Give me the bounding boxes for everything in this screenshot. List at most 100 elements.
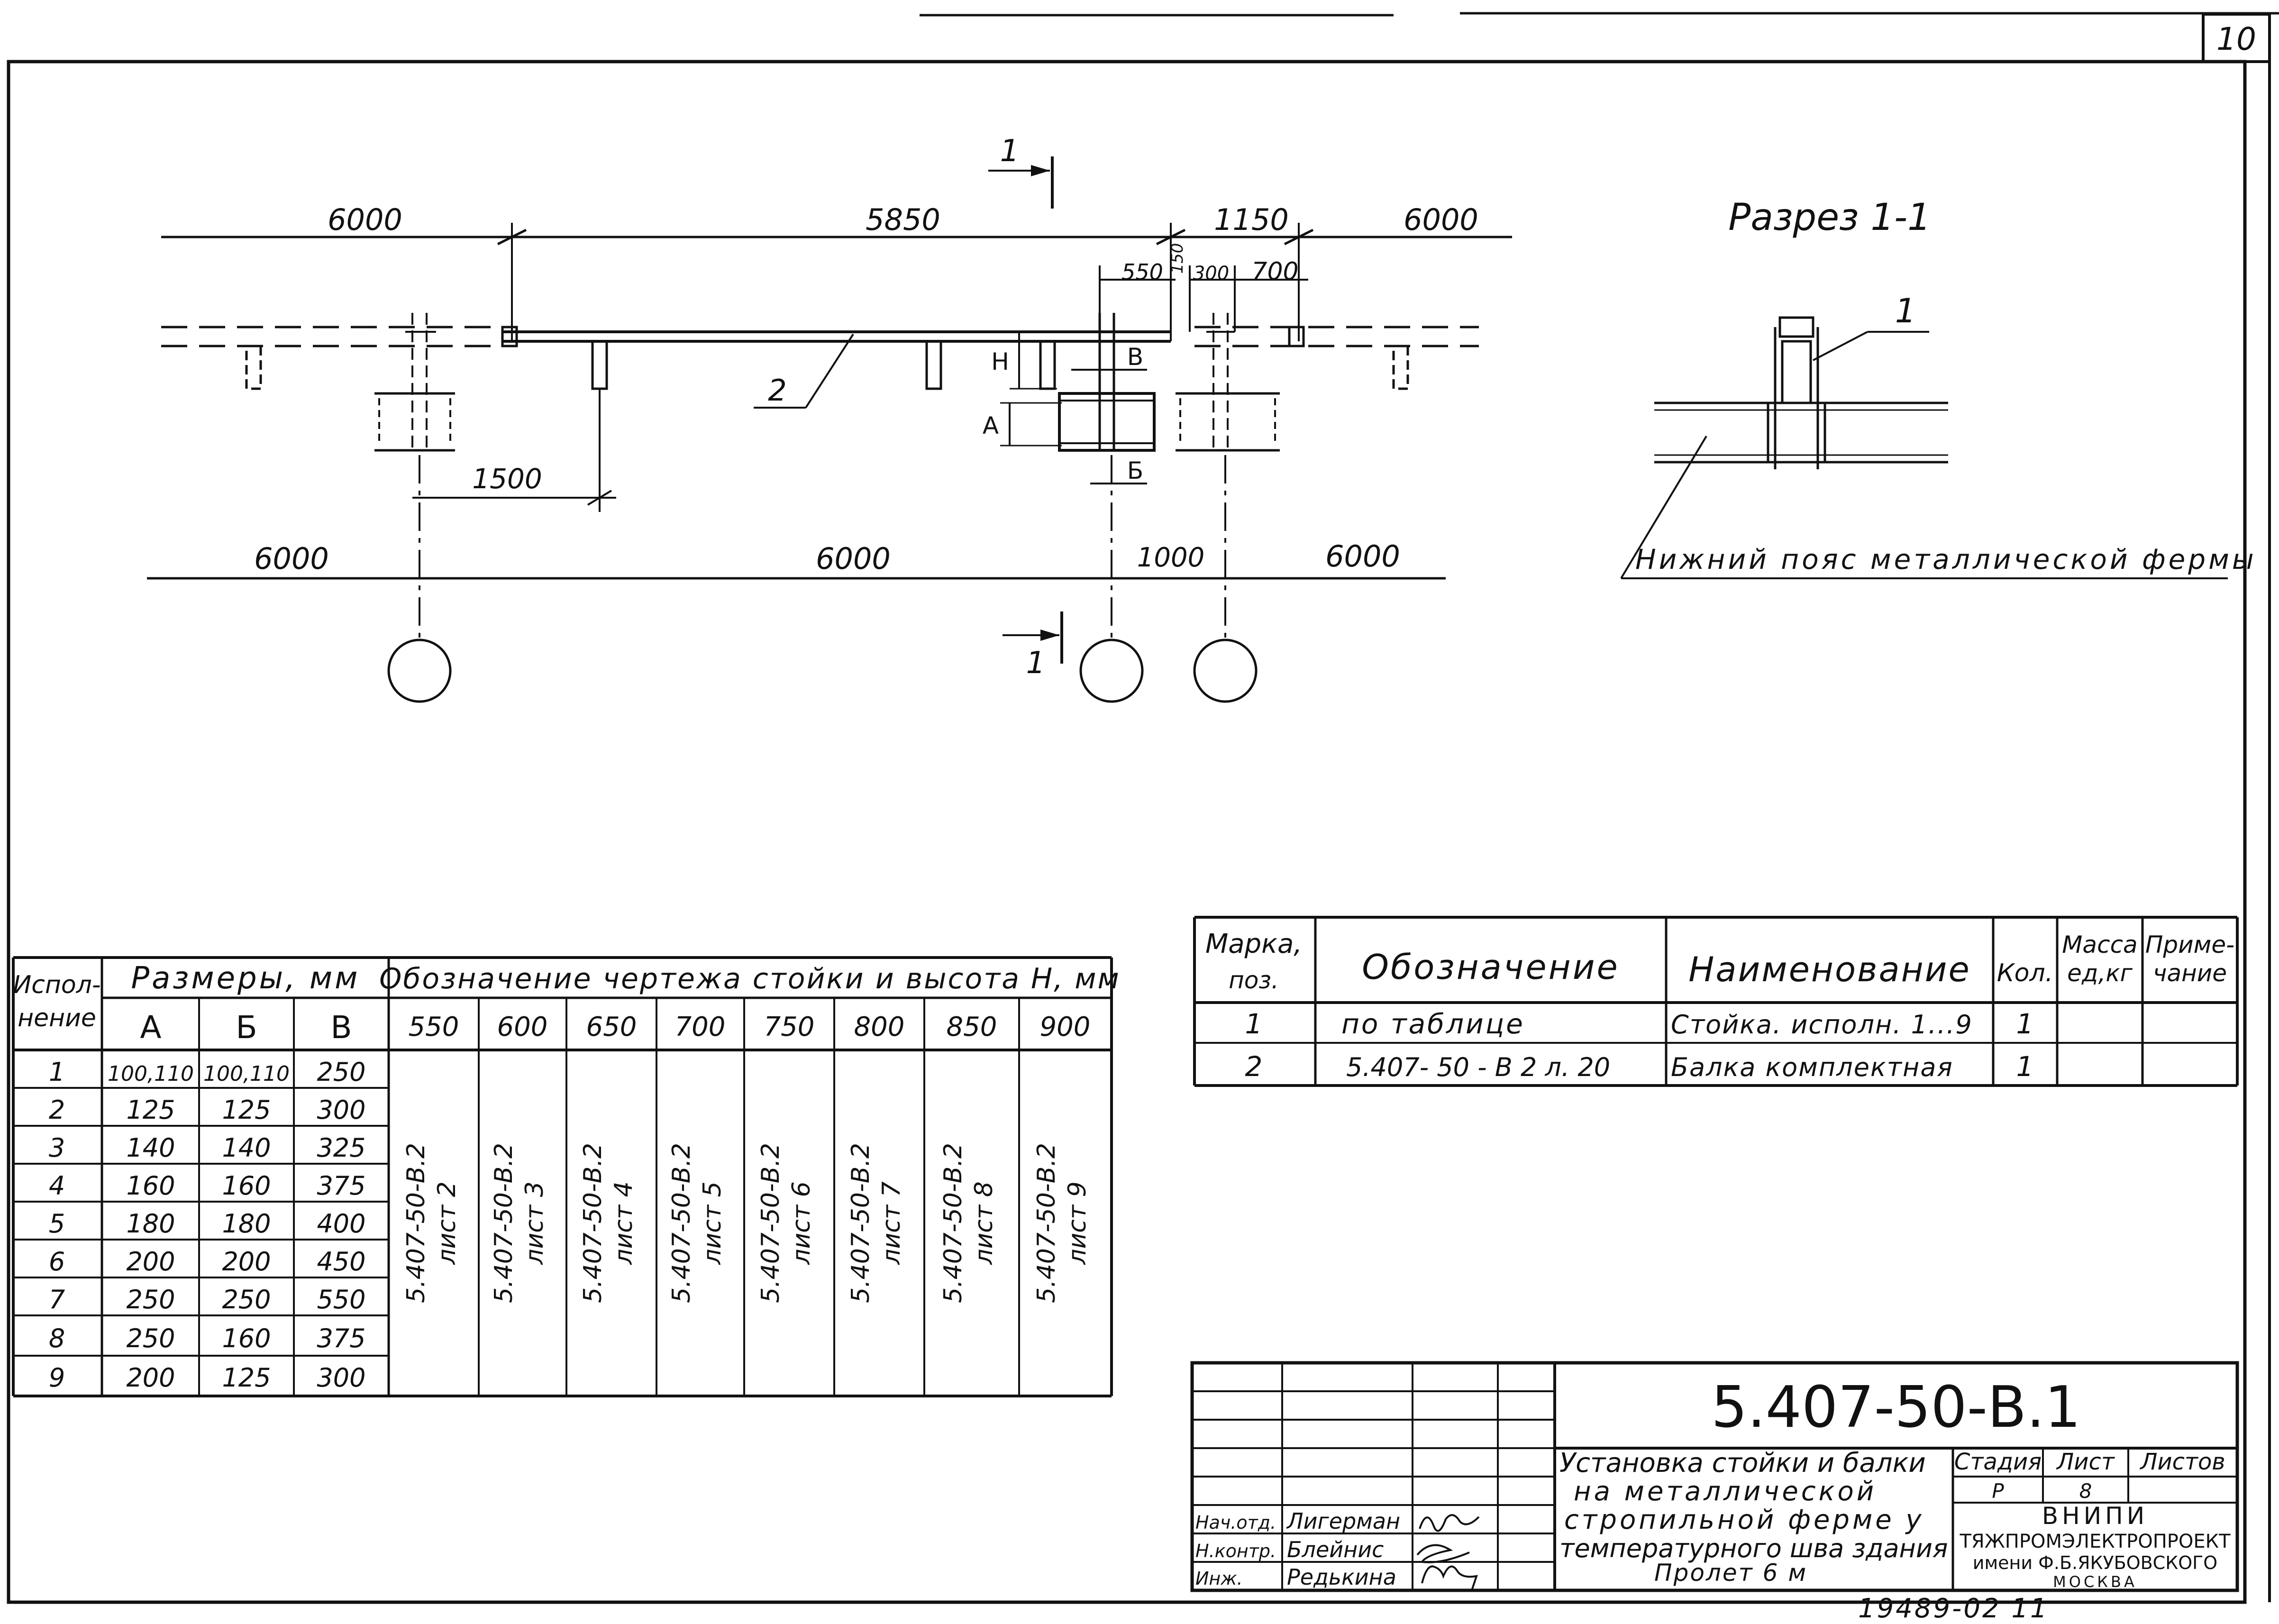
dim-bottom-2: 6000 xyxy=(816,541,891,576)
signer-name: Редькина xyxy=(1287,1564,1396,1590)
title-line: Установка стойки и балки xyxy=(1559,1448,1926,1478)
spec-header-mark-line1: Марка, xyxy=(1205,929,1302,959)
spec-header-qty: Кол. xyxy=(1997,959,2053,987)
size-header-A: А xyxy=(140,1009,161,1046)
svg-text:Стойка. исполн. 1...9: Стойка. исполн. 1...9 xyxy=(1671,1010,1973,1040)
table-row: 7 250 250 550 xyxy=(49,1285,366,1314)
spec-header-name: Наименование xyxy=(1688,949,1971,989)
drawing-ref-sheet: лист 5 xyxy=(698,1181,727,1265)
svg-text:375: 375 xyxy=(317,1323,365,1353)
title-line: стропильной ферме у xyxy=(1564,1505,1924,1535)
variants-table: Испол- нение Размеры, мм Обозначение чер… xyxy=(12,956,1121,1397)
spec-header-mass-line1: Масса xyxy=(2062,931,2137,958)
dim-top-2: 5850 xyxy=(866,202,940,237)
height-header-850: 850 xyxy=(947,1012,997,1042)
drawing-ref-sheet: лист 6 xyxy=(787,1181,816,1265)
svg-text:1: 1 xyxy=(1026,646,1046,681)
org-line: имени Ф.Б.ЯКУБОВСКОГО xyxy=(1973,1552,2217,1573)
section-1-1: Разрез 1-1 1 Нижний пояс металлической ф… xyxy=(1620,196,2254,579)
axis-circle-2 xyxy=(1079,639,1144,703)
svg-text:3: 3 xyxy=(49,1133,65,1163)
signer-role: Н.контр. xyxy=(1195,1541,1276,1561)
svg-text:2: 2 xyxy=(49,1095,65,1125)
signer-name: Лигерман xyxy=(1286,1508,1400,1534)
height-header-800: 800 xyxy=(854,1012,905,1042)
drawing-ref-code: 5.407-50-В.2 xyxy=(939,1143,967,1303)
drawing-ref-code: 5.407-50-В.2 xyxy=(757,1143,785,1303)
signer-role: Инж. xyxy=(1195,1568,1243,1589)
axis-circle-3 xyxy=(1193,639,1258,703)
drawing-ref-sheet: лист 4 xyxy=(610,1181,638,1265)
org-line: ТЯЖПРОМЭЛЕКТРОПРОЕКТ xyxy=(1959,1531,2231,1552)
svg-text:1: 1 xyxy=(1000,134,1020,169)
dim-small-150: 150 xyxy=(1168,243,1187,274)
svg-text:200: 200 xyxy=(126,1247,175,1277)
height-header-650: 650 xyxy=(586,1012,637,1042)
title-line: на металлической xyxy=(1574,1476,1877,1507)
dim-top-1: 6000 xyxy=(328,202,402,237)
col-drawing: Обозначение чертежа стойки и высота Н, м… xyxy=(379,962,1121,995)
svg-text:5.407- 50 - В 2 л. 20: 5.407- 50 - В 2 л. 20 xyxy=(1346,1052,1610,1082)
svg-text:250: 250 xyxy=(222,1285,271,1314)
dim-small-300: 300 xyxy=(1193,263,1229,284)
table-row: 8 250 160 375 xyxy=(49,1323,366,1353)
svg-text:450: 450 xyxy=(317,1247,365,1277)
table-row: 9 200 125 300 xyxy=(49,1363,366,1393)
page-number: 10 xyxy=(2216,21,2256,57)
size-header-V: В xyxy=(330,1009,352,1046)
svg-text:1: 1 xyxy=(1245,1008,1263,1040)
drawing-ref-code: 5.407-50-В.2 xyxy=(667,1143,696,1303)
svg-text:400: 400 xyxy=(317,1209,365,1239)
stage-value: Р xyxy=(1992,1479,2004,1503)
drawing-ref-sheet: лист 8 xyxy=(970,1181,998,1265)
height-header-550: 550 xyxy=(409,1012,459,1042)
table-row: 2 125 125 300 xyxy=(49,1095,366,1125)
svg-text:250: 250 xyxy=(126,1285,175,1314)
svg-text:2: 2 xyxy=(1245,1050,1263,1083)
svg-text:6: 6 xyxy=(49,1247,65,1277)
spec-header-mark-line2: поз. xyxy=(1229,967,1279,994)
section-cut-top: 1 xyxy=(988,134,1054,209)
svg-text:180: 180 xyxy=(222,1209,271,1239)
svg-text:по таблице: по таблице xyxy=(1341,1008,1525,1040)
drawing-ref-code: 5.407-50-В.2 xyxy=(1032,1143,1061,1303)
title-line: температурного шва здания xyxy=(1559,1533,1948,1563)
height-header-750: 750 xyxy=(764,1012,815,1042)
drawing-ref-code: 5.407-50-В.2 xyxy=(579,1143,607,1303)
title-block: 5.407-50-В.1 Установка стойки и балки на… xyxy=(1190,1361,2239,1592)
svg-text:125: 125 xyxy=(222,1363,271,1393)
table-row: 3 140 140 325 xyxy=(49,1133,366,1163)
dim-top-3: 1150 xyxy=(1214,202,1289,237)
letter-B: Б xyxy=(1127,457,1143,484)
truss-right xyxy=(1176,313,1280,452)
svg-text:200: 200 xyxy=(222,1247,271,1277)
spec-table: Марка, поз. Обозначение Наименование Кол… xyxy=(1193,916,2239,1087)
table-row: 1 100,110 100,110 250 xyxy=(49,1057,366,1087)
doc-code: 5.407-50-В.1 xyxy=(1711,1375,2081,1441)
dim-1500: 1500 xyxy=(472,463,542,495)
dim-bottom-4: 6000 xyxy=(1325,539,1400,574)
svg-text:1: 1 xyxy=(2016,1050,2034,1083)
sheet-value: 8 xyxy=(2079,1479,2092,1503)
svg-text:1: 1 xyxy=(2016,1008,2034,1040)
spec-header-note-line2: чание xyxy=(2153,959,2227,987)
svg-text:8: 8 xyxy=(49,1323,65,1353)
callout-2: 2 xyxy=(768,373,786,408)
svg-text:180: 180 xyxy=(126,1209,175,1239)
callout-1: 1 xyxy=(1895,292,1916,330)
drawing-ref-sheet: лист 3 xyxy=(520,1181,549,1265)
table-row: 2 5.407- 50 - В 2 л. 20 Балка комплектна… xyxy=(1245,1050,2034,1083)
svg-text:200: 200 xyxy=(126,1363,175,1393)
signer-role: Нач.отд. xyxy=(1195,1512,1276,1533)
svg-text:125: 125 xyxy=(222,1095,271,1125)
svg-text:100,110: 100,110 xyxy=(108,1062,194,1086)
section-cut-bottom: 1 xyxy=(1003,611,1063,681)
letter-A: А xyxy=(983,412,999,439)
dim-bottom-1: 6000 xyxy=(254,541,329,576)
svg-text:550: 550 xyxy=(317,1285,365,1314)
table-row: 6 200 200 450 xyxy=(49,1247,366,1277)
svg-text:160: 160 xyxy=(222,1171,271,1201)
svg-text:375: 375 xyxy=(317,1171,365,1201)
drawing-ref-sheet: лист 9 xyxy=(1063,1181,1092,1265)
